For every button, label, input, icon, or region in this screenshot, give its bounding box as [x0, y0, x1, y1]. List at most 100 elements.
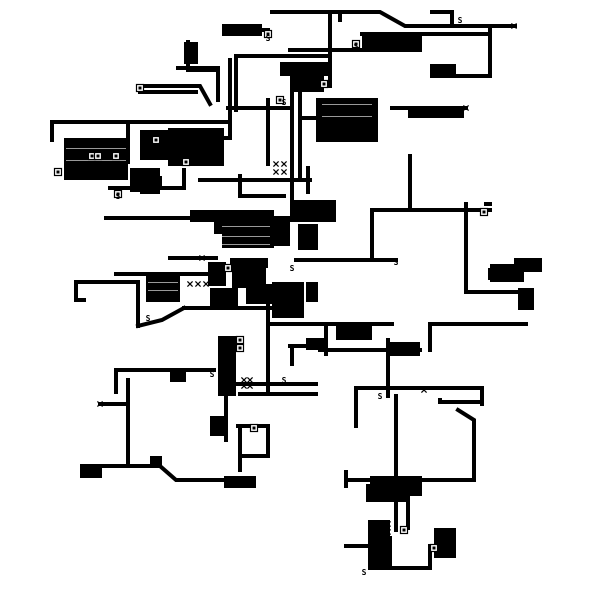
room-block	[336, 326, 372, 340]
room-block	[246, 284, 276, 304]
room-block	[272, 220, 290, 246]
door-icon-center	[90, 154, 94, 158]
stairs-icon: S	[362, 568, 367, 577]
room-block	[80, 466, 102, 478]
room-block	[230, 258, 268, 268]
room-block	[408, 106, 464, 118]
trap-icon	[272, 168, 280, 176]
trap-icon	[246, 382, 254, 390]
room-block	[438, 530, 456, 558]
trap-icon	[280, 168, 288, 176]
room-block	[146, 276, 180, 302]
trap-icon	[246, 376, 254, 384]
room-block	[296, 202, 336, 218]
trap-icon	[510, 22, 518, 30]
door-icon-center	[252, 426, 256, 430]
corridor-segment	[438, 398, 484, 404]
trap-icon	[160, 290, 168, 298]
room-divider	[222, 244, 270, 245]
stairs-icon: S	[116, 192, 121, 201]
trap-icon	[384, 528, 392, 536]
door-icon-center	[354, 42, 358, 46]
room-block	[374, 536, 392, 570]
room-block	[170, 372, 186, 382]
stairs-icon: S	[394, 258, 399, 267]
room-block	[370, 476, 422, 496]
door-icon-center	[116, 192, 120, 196]
corridor-segment	[135, 305, 187, 329]
stairs-icon: S	[146, 314, 151, 323]
room-block	[222, 24, 262, 36]
stairs-icon: S	[266, 34, 271, 43]
corridor-segment	[455, 407, 476, 482]
door-icon-center	[114, 154, 118, 158]
room-block	[214, 222, 274, 234]
door-icon-center	[266, 32, 270, 36]
corridor-segment	[454, 24, 492, 78]
corridor-segment	[157, 463, 228, 482]
room-divider	[322, 116, 372, 117]
door-icon-center	[432, 546, 436, 550]
room-block	[150, 456, 162, 468]
corridor-segment	[270, 10, 517, 28]
trap-icon	[152, 290, 160, 298]
corridor-segment	[176, 66, 220, 102]
room-divider	[222, 226, 270, 227]
corridor-segment	[74, 280, 86, 302]
room-divider	[66, 160, 126, 161]
room-divider	[222, 236, 270, 237]
door-icon-center	[138, 86, 142, 90]
room-block	[272, 282, 304, 318]
trap-icon	[202, 280, 210, 288]
door-icon-center	[96, 154, 100, 158]
room-block	[306, 338, 324, 350]
room-block	[306, 282, 318, 302]
stairs-icon: S	[458, 16, 463, 25]
trap-icon	[384, 520, 392, 528]
door-icon-center	[184, 160, 188, 164]
stairs-icon: S	[282, 98, 287, 107]
room-block	[168, 128, 224, 166]
room-block	[518, 288, 534, 310]
room-divider	[66, 148, 126, 149]
room-layer	[64, 24, 542, 570]
room-block	[224, 476, 256, 488]
door-icon-center	[238, 346, 242, 350]
door-icon-center	[278, 98, 282, 102]
stairs-icon: S	[210, 370, 215, 379]
corridor-segment	[430, 10, 454, 28]
room-block	[298, 224, 318, 250]
trap-icon	[240, 376, 248, 384]
room-block	[430, 64, 456, 78]
door-icon-center	[154, 138, 158, 142]
door-icon-center	[56, 170, 60, 174]
door-icon-center	[482, 210, 486, 214]
room-block	[184, 42, 198, 64]
room-block	[190, 210, 274, 222]
room-block	[210, 288, 238, 308]
corridor-segment	[238, 174, 286, 198]
room-divider	[148, 290, 178, 291]
room-block	[222, 232, 274, 248]
stairs-icon: S	[354, 42, 359, 51]
door-icon-center	[402, 528, 406, 532]
stairs-icon: S	[282, 376, 287, 385]
trap-icon	[272, 160, 280, 168]
room-block	[362, 32, 422, 48]
stairs-icon: S	[378, 392, 383, 401]
room-block	[232, 268, 266, 288]
room-block	[290, 66, 324, 92]
door-icon-center	[322, 82, 326, 86]
trap-icon	[186, 280, 194, 288]
room-divider	[148, 282, 178, 283]
trap-icon	[96, 400, 104, 408]
corridor-segment	[138, 84, 213, 107]
door-icon-center	[226, 266, 230, 270]
room-block	[140, 130, 168, 160]
room-block	[140, 176, 160, 194]
corridor-segment	[464, 202, 522, 294]
stairs-icon: S	[290, 264, 295, 273]
